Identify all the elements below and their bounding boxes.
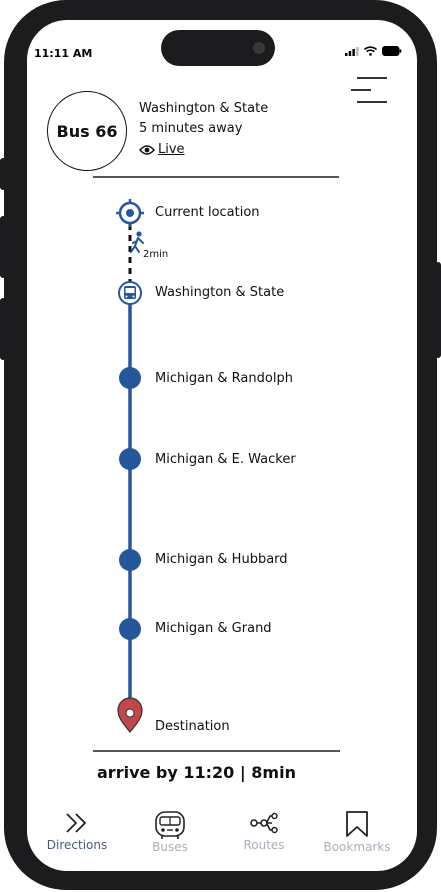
stop-label-michigan-randolph[interactable]: Michigan & Randolph [155, 371, 293, 386]
battery-icon [382, 46, 402, 56]
menu-line-top [357, 77, 387, 79]
wifi-icon [364, 46, 377, 56]
route-diagram [116, 199, 144, 733]
live-link[interactable]: Live [139, 140, 268, 160]
stop-marker-michigan-hubbard [119, 549, 141, 571]
bookmark-icon [346, 811, 368, 837]
menu-button[interactable] [351, 75, 389, 105]
walk-duration: 2min [143, 249, 169, 260]
side-button-silent [0, 158, 6, 190]
tab-bookmarks[interactable]: Bookmarks [312, 810, 402, 854]
arrival-eta: 5 minutes away [139, 121, 243, 136]
destination-pin-icon [117, 697, 143, 733]
status-icons [345, 46, 402, 56]
stop-label-michigan-hubbard[interactable]: Michigan & Hubbard [155, 552, 288, 567]
bus-arrival-info: Washington & State 5 minutes away Live [139, 99, 268, 160]
footer-divider [93, 750, 340, 752]
stop-label-michigan-e-wacker[interactable]: Michigan & E. Wacker [155, 452, 296, 467]
tab-buses-label: Buses [152, 840, 188, 854]
header-divider [93, 176, 339, 178]
tab-directions-label: Directions [46, 838, 108, 852]
tab-buses[interactable]: Buses [125, 810, 215, 854]
signal-icon [345, 46, 359, 56]
app-screen: 11:11 AM Bus 66 Washington & State 5 min… [27, 20, 417, 871]
live-label: Live [158, 142, 185, 157]
current-location-icon [116, 199, 144, 227]
tab-directions[interactable]: Directions [32, 810, 122, 852]
tab-bar: Directions Buses [27, 810, 417, 871]
tab-routes-label: Routes [243, 838, 285, 852]
side-button-volume-up [0, 216, 6, 278]
tab-routes[interactable]: Routes [219, 810, 309, 852]
stop-label-current-location[interactable]: Current location [155, 205, 260, 220]
arrival-stop-name: Washington & State [139, 101, 269, 116]
menu-line-middle [351, 89, 371, 91]
side-button-volume-down [0, 298, 6, 360]
side-button-power [435, 262, 441, 358]
arrival-summary: arrive by 11:20 | 8min [97, 763, 296, 782]
bus-stop-icon [118, 281, 142, 305]
camera-icon [253, 42, 265, 54]
eye-icon [139, 145, 155, 155]
stop-label-michigan-grand[interactable]: Michigan & Grand [155, 621, 272, 636]
tab-bookmarks-label: Bookmarks [323, 840, 391, 854]
stop-marker-michigan-grand [119, 618, 141, 640]
stop-marker-michigan-randolph [119, 367, 141, 389]
stop-label-washington-state[interactable]: Washington & State [155, 285, 285, 300]
route-branch-icon [250, 812, 278, 834]
double-chevron-right-icon [66, 813, 86, 833]
bus-number-badge[interactable]: Bus 66 [47, 91, 127, 171]
dynamic-island [161, 30, 275, 66]
menu-line-bottom [357, 101, 387, 103]
bus-icon [155, 811, 185, 839]
walking-person-icon [130, 231, 144, 253]
stop-label-destination[interactable]: Destination [155, 719, 230, 734]
stop-marker-michigan-e-wacker [119, 448, 141, 470]
status-time: 11:11 AM [34, 47, 93, 60]
